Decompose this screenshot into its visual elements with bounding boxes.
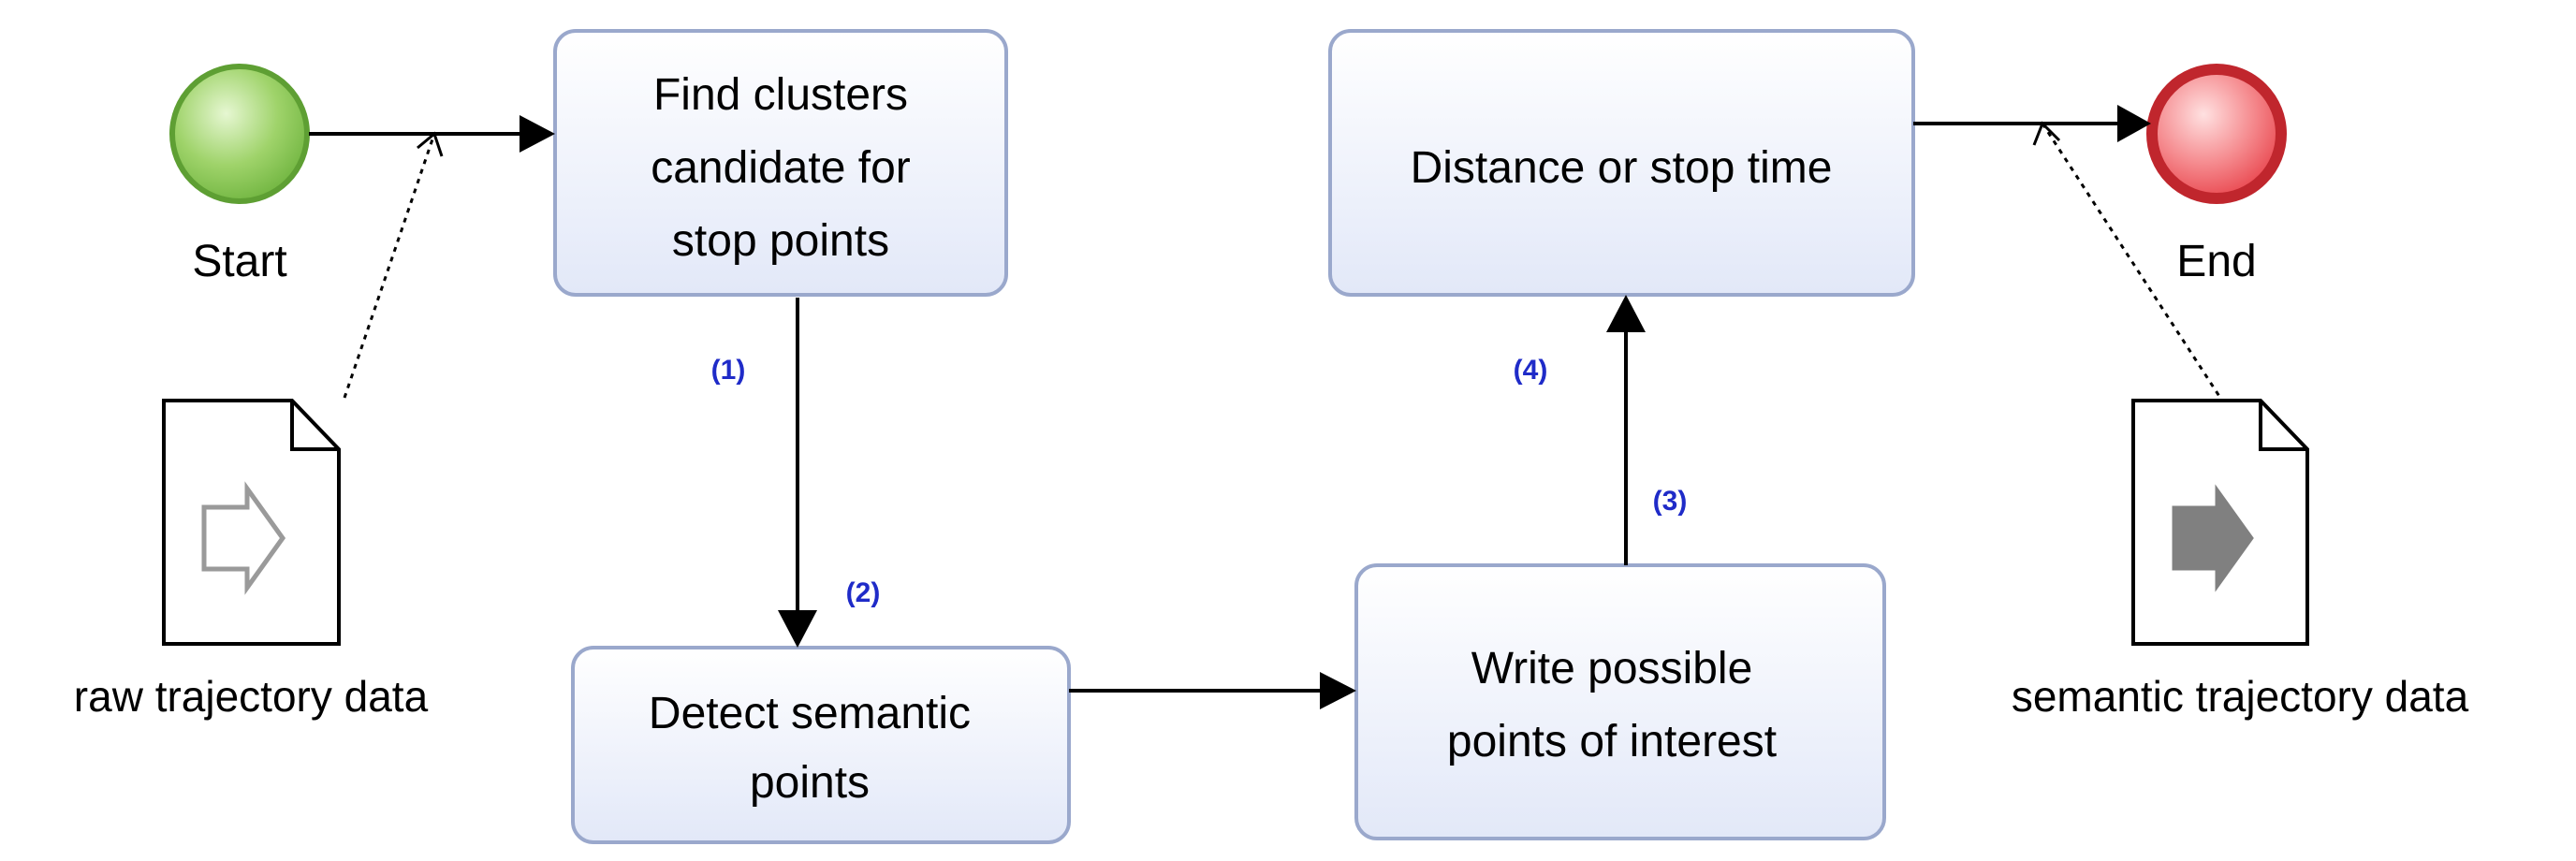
data-associations xyxy=(343,121,2222,399)
association-raw-data-to-flow xyxy=(343,131,444,399)
task-write-points-line-2: points of interest xyxy=(1447,717,1777,766)
task-detect-semantic-line-2: points xyxy=(750,758,870,808)
sequence-flows xyxy=(309,105,2151,709)
task-write-points-line-1: Write possible xyxy=(1471,644,1753,693)
data-object-raw-trajectory: raw trajectory data xyxy=(74,399,429,721)
task-find-clusters: Find clusters candidate for stop points xyxy=(553,29,1008,297)
outline-arrow-right-icon xyxy=(201,481,286,595)
end-label: End xyxy=(2176,237,2256,286)
flow-detect-semantic-to-write-points xyxy=(1069,672,1356,709)
task-detect-semantic-points: Detect semantic points xyxy=(571,646,1071,844)
raw-trajectory-label: raw trajectory data xyxy=(74,672,429,721)
flow-find-clusters-to-detect-semantic xyxy=(778,298,817,648)
end-event: End xyxy=(2146,64,2287,286)
association-flow-to-semantic-data xyxy=(2032,121,2222,399)
task-find-clusters-line-2: candidate for xyxy=(651,143,911,193)
step-label-2: (2) xyxy=(846,577,881,608)
task-write-points-of-interest: Write possible points of interest xyxy=(1354,563,1886,840)
flow-start-to-find-clusters xyxy=(309,115,555,153)
start-event: Start xyxy=(169,64,310,286)
step-label-4: (4) xyxy=(1514,355,1548,386)
task-detect-semantic-line-1: Detect semantic xyxy=(649,689,971,738)
task-find-clusters-line-1: Find clusters xyxy=(653,70,908,120)
start-label: Start xyxy=(192,237,286,286)
step-label-3: (3) xyxy=(1653,486,1688,517)
flow-distance-to-end xyxy=(1913,105,2151,142)
task-find-clusters-line-3: stop points xyxy=(672,216,889,266)
semantic-trajectory-label: semantic trajectory data xyxy=(2012,672,2469,721)
filled-arrow-right-icon xyxy=(2172,484,2254,592)
flow-write-points-to-distance xyxy=(1606,295,1646,565)
task-distance-line-1: Distance or stop time xyxy=(1411,143,1833,193)
step-label-1: (1) xyxy=(711,355,746,386)
data-object-semantic-trajectory: semantic trajectory data xyxy=(2012,399,2469,721)
task-distance-or-stop-time: Distance or stop time xyxy=(1328,29,1915,297)
